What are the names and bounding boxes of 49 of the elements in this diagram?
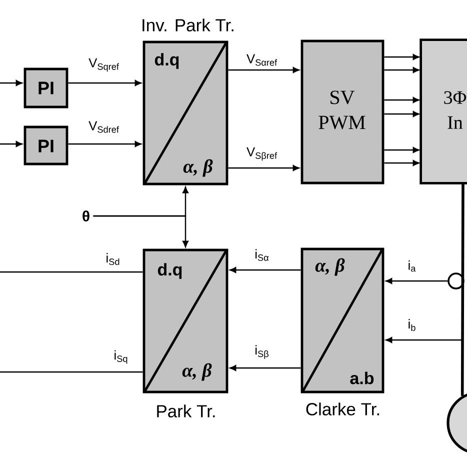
arrow	[68, 141, 142, 147]
arrow	[386, 278, 448, 284]
node-label: d.q	[158, 263, 182, 279]
edge-label: i$_{Sβ}$	[254, 344, 270, 360]
edge-label: V$_{Sβref}$	[245, 146, 279, 162]
arrow	[384, 160, 420, 166]
arrow	[0, 141, 22, 147]
arrow	[384, 67, 420, 73]
edge-label: V$_{Sqref}$	[88, 57, 120, 73]
signal-line	[0, 371, 143, 373]
edge-label: V$_{Sαref}$	[245, 53, 279, 67]
node-label: a.b	[350, 372, 374, 384]
node-label: α, β	[182, 363, 212, 381]
block-title: Inv. Park Tr.	[142, 18, 234, 32]
edge-label: i$_{a}$	[406, 259, 418, 273]
controller-block: PI	[24, 126, 68, 166]
arrow	[384, 54, 420, 60]
arrow	[93, 215, 188, 248]
arrow	[228, 67, 300, 73]
current-sensor-loop	[448, 272, 464, 290]
edge-label: i$_{b}$	[406, 318, 418, 332]
edge-label: V$_{Sdref}$	[88, 120, 120, 134]
arrow	[386, 337, 463, 343]
arrow	[384, 147, 420, 153]
motor-circle	[446, 392, 467, 454]
arrow	[228, 165, 300, 171]
modulator-block: SV PWM	[300, 40, 384, 184]
node-label: α, β	[183, 159, 213, 177]
arrow	[384, 111, 420, 117]
arrow	[68, 80, 142, 86]
transform-block: α, β a.b	[300, 248, 384, 394]
angle-label: θ	[82, 210, 90, 222]
inverter-block: 3Φ In	[420, 38, 467, 184]
arrow	[0, 80, 22, 86]
transform-block: d.q α, β	[142, 40, 228, 186]
edge-label: i$_{Sq}$	[112, 349, 130, 365]
controller-block: PI	[24, 68, 68, 108]
edge-label: i$_{Sα}$	[254, 248, 270, 262]
wire	[460, 183, 464, 396]
node-label: α, β	[315, 258, 345, 276]
edge-label: i$_{Sd}$	[104, 252, 122, 266]
block-title: Clarke Tr.	[306, 402, 379, 416]
transform-block: d.q α, β	[142, 248, 228, 394]
arrow	[230, 365, 301, 371]
block-title: Park Tr.	[157, 404, 215, 418]
arrow	[230, 267, 301, 273]
signal-line	[0, 271, 143, 273]
arrow	[384, 97, 420, 103]
node-label: d.q	[154, 53, 179, 69]
